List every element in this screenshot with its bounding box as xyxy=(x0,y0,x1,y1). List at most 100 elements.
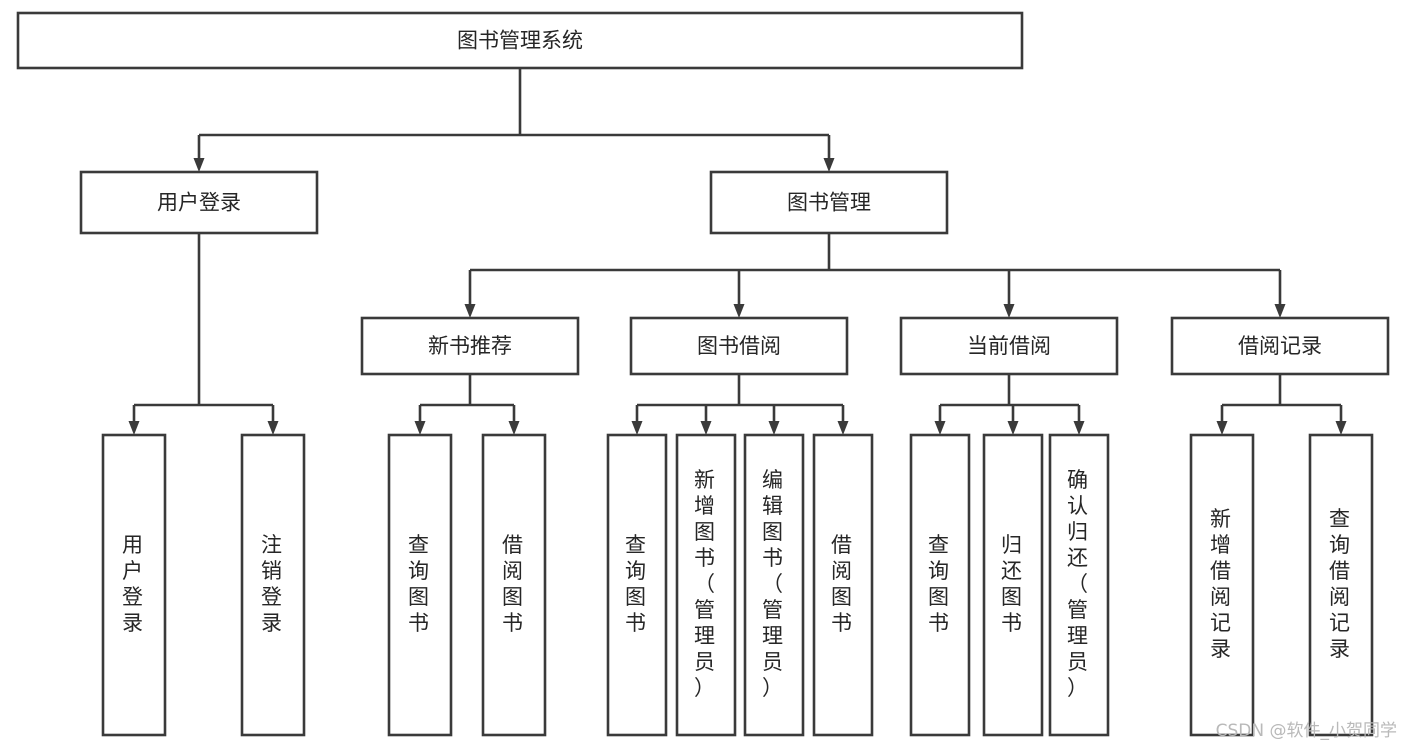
node-label-char: 管 xyxy=(1067,598,1091,622)
node-box[interactable] xyxy=(709,170,949,235)
node-label-char: 确 xyxy=(1067,468,1091,492)
node-label-char: 询 xyxy=(928,559,952,583)
node-label-char: 图 xyxy=(928,585,952,609)
node-label-char: 录 xyxy=(261,611,285,635)
edge-user-login-to-leaf-user-logout-arrowhead xyxy=(267,421,279,435)
node-label-char: 书 xyxy=(928,611,952,635)
node-box[interactable] xyxy=(1308,433,1374,737)
node-label-char: 登 xyxy=(261,585,285,609)
node-label: 用户登录 xyxy=(157,191,241,215)
node-borrow-record[interactable]: 借阅记录 xyxy=(1170,316,1390,376)
node-label-char: 录 xyxy=(1329,637,1353,661)
node-label-char: 阅 xyxy=(831,559,855,583)
node-label-char: 阅 xyxy=(1329,585,1353,609)
edge-bm-to-current-borrow-arrowhead xyxy=(1003,304,1015,318)
node-label: 图书管理 xyxy=(787,191,871,215)
node-book-borrow[interactable]: 图书借阅 xyxy=(629,316,849,376)
node-label-char: 增 xyxy=(694,494,718,518)
edge-bm-to-new-book-recommend-arrowhead xyxy=(464,304,476,318)
node-box[interactable] xyxy=(1170,316,1390,376)
node-box[interactable] xyxy=(675,433,737,737)
node-box[interactable] xyxy=(743,433,805,737)
node-label-char: 询 xyxy=(408,559,432,583)
node-label: 当前借阅 xyxy=(967,334,1051,358)
node-label-char: 图 xyxy=(408,585,432,609)
edge-current-borrow-to-leaf-confirm-return-arrowhead xyxy=(1073,421,1085,435)
node-root[interactable]: 图书管理系统 xyxy=(16,11,1024,70)
node-current-borrow[interactable]: 当前借阅 xyxy=(899,316,1119,376)
node-box[interactable] xyxy=(1189,433,1255,737)
node-box[interactable] xyxy=(101,433,167,737)
node-label-char: 用 xyxy=(122,533,146,557)
node-label-char: 书 xyxy=(502,611,526,635)
node-user-login[interactable]: 用户登录 xyxy=(79,170,319,235)
node-label-char: 户 xyxy=(122,559,146,583)
edge-current-borrow-to-leaf-return-book-arrowhead xyxy=(1007,421,1019,435)
node-label-char: 书 xyxy=(408,611,432,635)
node-label-char: 图 xyxy=(831,585,855,609)
node-label-char: 新 xyxy=(1210,507,1234,531)
edge-user-login-to-leaf-user-login-arrowhead xyxy=(128,421,140,435)
node-label-char: 增 xyxy=(1210,533,1234,557)
node-label-char: 阅 xyxy=(502,559,526,583)
edge-book-borrow-to-leaf-add-book-arrowhead xyxy=(700,421,712,435)
node-box[interactable] xyxy=(360,316,580,376)
node-book-management[interactable]: 图书管理 xyxy=(709,170,949,235)
node-label-char: 归 xyxy=(1067,520,1091,544)
node-box[interactable] xyxy=(629,316,849,376)
node-box[interactable] xyxy=(982,433,1044,737)
node-label: 图书管理系统 xyxy=(457,29,583,53)
node-label: 借阅记录 xyxy=(1238,334,1322,358)
node-label-char: 书 xyxy=(625,611,649,635)
edge-book-borrow-to-leaf-query-book-borrow-arrowhead xyxy=(631,421,643,435)
node-label-char: 图 xyxy=(625,585,649,609)
node-label-char: 书 xyxy=(1001,611,1025,635)
node-box[interactable] xyxy=(16,11,1024,70)
node-box[interactable] xyxy=(79,170,319,235)
node-box[interactable] xyxy=(812,433,874,737)
node-label-char: 记 xyxy=(1210,611,1234,635)
node-box[interactable] xyxy=(909,433,971,737)
edge-bm-to-book-borrow-arrowhead xyxy=(733,304,745,318)
watermark-text: CSDN @软件_小贺同学 xyxy=(1215,721,1397,741)
edge-book-borrow-to-leaf-borrow-book-arrowhead xyxy=(837,421,849,435)
node-box[interactable] xyxy=(481,433,547,737)
node-label-char: 登 xyxy=(122,585,146,609)
edge-borrow-record-to-leaf-add-record-arrowhead xyxy=(1216,421,1228,435)
node-label-char: 图 xyxy=(1001,585,1025,609)
node-box[interactable] xyxy=(1048,433,1110,737)
node-label-char: 员 xyxy=(1067,650,1091,674)
node-label: 图书借阅 xyxy=(697,334,781,358)
node-label-char: 询 xyxy=(625,559,649,583)
node-box[interactable] xyxy=(240,433,306,737)
edge-new-book-recommend-to-leaf-borrow-book-new-arrowhead xyxy=(508,421,520,435)
node-label-char: 借 xyxy=(1329,559,1353,583)
node-label-char: 查 xyxy=(1329,507,1353,531)
node-label-char: 借 xyxy=(502,533,526,557)
node-new-book-recommend[interactable]: 新书推荐 xyxy=(360,316,580,376)
node-label-char: 查 xyxy=(625,533,649,557)
node-label-char: 员 xyxy=(694,650,718,674)
leaf-leaf-user-login[interactable]: 用户登录 xyxy=(101,433,167,737)
node-label-char: 理 xyxy=(762,624,786,648)
node-box[interactable] xyxy=(606,433,668,737)
node-label-char: 新 xyxy=(694,468,718,492)
node-label-char: 录 xyxy=(122,611,146,635)
node-box[interactable] xyxy=(387,433,453,737)
node-label-char: 借 xyxy=(1210,559,1234,583)
node-box[interactable] xyxy=(899,316,1119,376)
node-label-char: 记 xyxy=(1329,611,1353,635)
